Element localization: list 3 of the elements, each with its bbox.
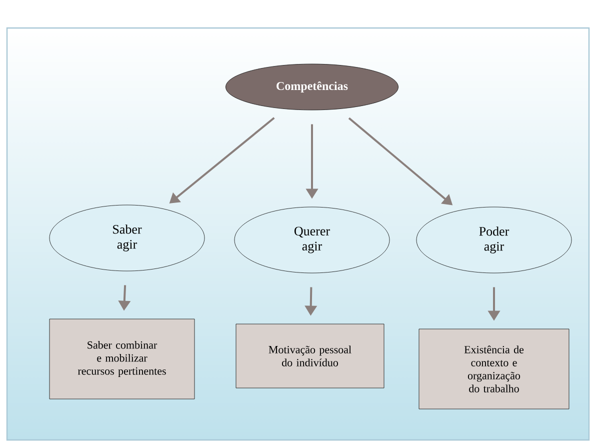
description-box: Motivação pessoal do indivíduo xyxy=(236,324,384,388)
description-box: Existência de contexto e organização do trabalho xyxy=(418,328,570,410)
description-box: Saber combinar e mobilizar recursos pertinentes xyxy=(49,318,195,400)
